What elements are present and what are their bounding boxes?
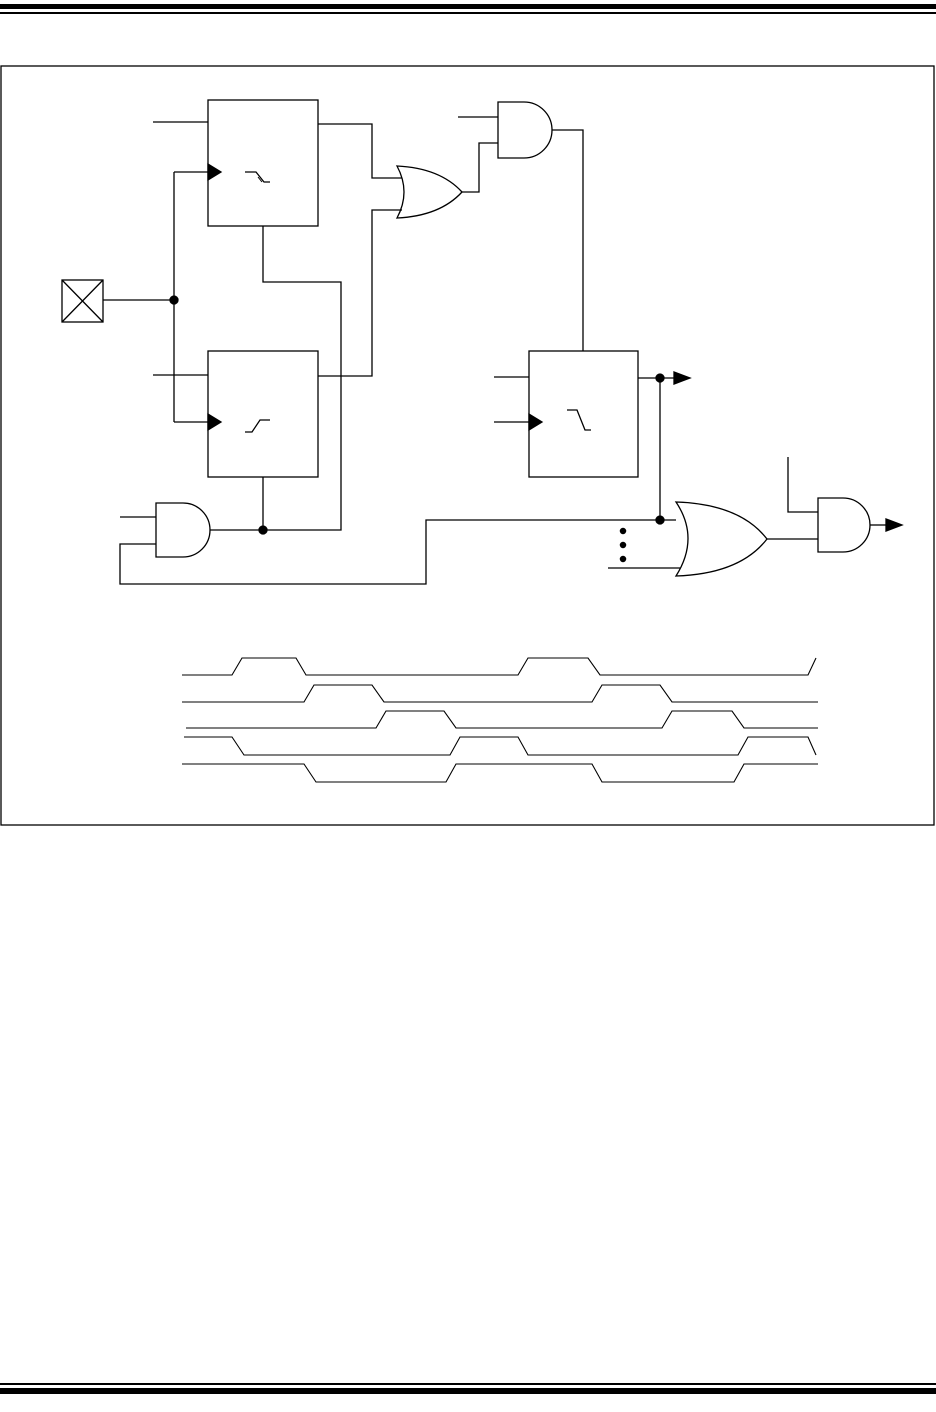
ff1-qbar-wire	[263, 226, 341, 530]
ellipsis-dot	[620, 556, 625, 561]
timing-trace-5	[182, 764, 818, 782]
ff2-q-wire	[318, 210, 402, 376]
or-gate-large	[676, 502, 767, 576]
and-gate-bottom-left	[156, 503, 210, 557]
or-to-and-wire	[462, 143, 498, 192]
timing-trace-2	[182, 685, 818, 702]
figure-frame	[1, 66, 934, 825]
and-output-enable-wire	[788, 457, 818, 512]
clock-wires	[103, 172, 208, 422]
clock-triangle-icon	[529, 414, 542, 430]
and-bottom-feedback-wire	[120, 520, 676, 584]
falling-edge-icon	[567, 410, 591, 430]
arrow-right-icon	[886, 519, 902, 531]
clock-input-pin	[62, 280, 103, 322]
flip-flop-3	[529, 351, 638, 477]
clock-triangle-icon	[208, 414, 221, 430]
rising-edge-icon	[245, 420, 270, 432]
boxed-x-icon	[62, 280, 103, 322]
timing-trace-4	[184, 737, 816, 755]
flip-flop-1	[208, 100, 318, 226]
arrow-right-icon	[674, 372, 690, 384]
or-gate-top	[397, 166, 462, 218]
timing-trace-3	[186, 711, 818, 728]
and-gate-top	[498, 102, 552, 158]
junction-dot	[170, 296, 178, 304]
timing-trace-1	[182, 658, 816, 675]
and-top-output-wire	[552, 130, 583, 351]
clock-triangle-icon	[208, 164, 221, 180]
footer-rule-thin	[0, 1383, 936, 1385]
footer-rule-thick	[0, 1388, 936, 1394]
falling-edge-icon	[245, 172, 270, 182]
ellipsis-dot	[620, 542, 625, 547]
and-gate-output	[818, 498, 870, 552]
ellipsis-dot	[620, 528, 625, 533]
flip-flop-2	[208, 351, 318, 477]
ff1-q-wire	[318, 124, 402, 178]
timing-diagram	[182, 658, 818, 782]
